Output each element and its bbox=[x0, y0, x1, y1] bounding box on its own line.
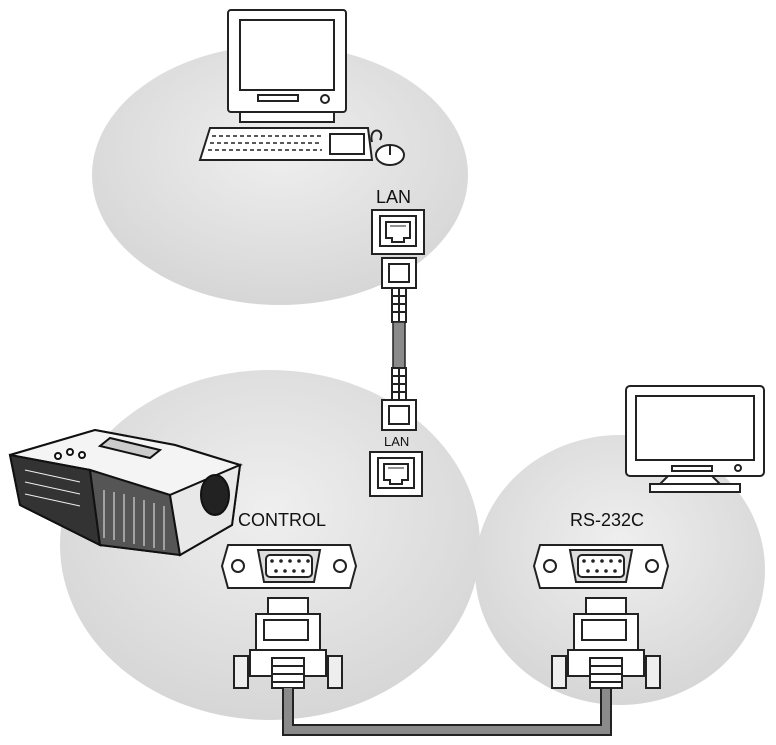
control-label: CONTROL bbox=[238, 510, 326, 530]
lan-cable bbox=[392, 321, 406, 369]
rs232c-serial-plug bbox=[551, 597, 661, 689]
lan-label-top: LAN bbox=[376, 187, 411, 207]
lan-plug-bottom bbox=[381, 367, 417, 431]
lan-port-bottom bbox=[369, 451, 423, 497]
keyboard-icon bbox=[198, 127, 374, 161]
lan-port-top bbox=[371, 209, 425, 255]
lan-plug-top bbox=[381, 257, 417, 323]
projector-icon bbox=[8, 428, 243, 557]
control-serial-plug bbox=[233, 597, 343, 689]
control-serial-port bbox=[220, 544, 358, 589]
rs232c-serial-port bbox=[532, 544, 670, 589]
lan-label-bottom: LAN bbox=[384, 434, 409, 449]
computer-monitor-icon bbox=[227, 9, 347, 123]
tv-monitor-icon bbox=[625, 385, 765, 493]
rs232c-label: RS-232C bbox=[570, 510, 644, 530]
mouse-icon bbox=[370, 129, 405, 166]
